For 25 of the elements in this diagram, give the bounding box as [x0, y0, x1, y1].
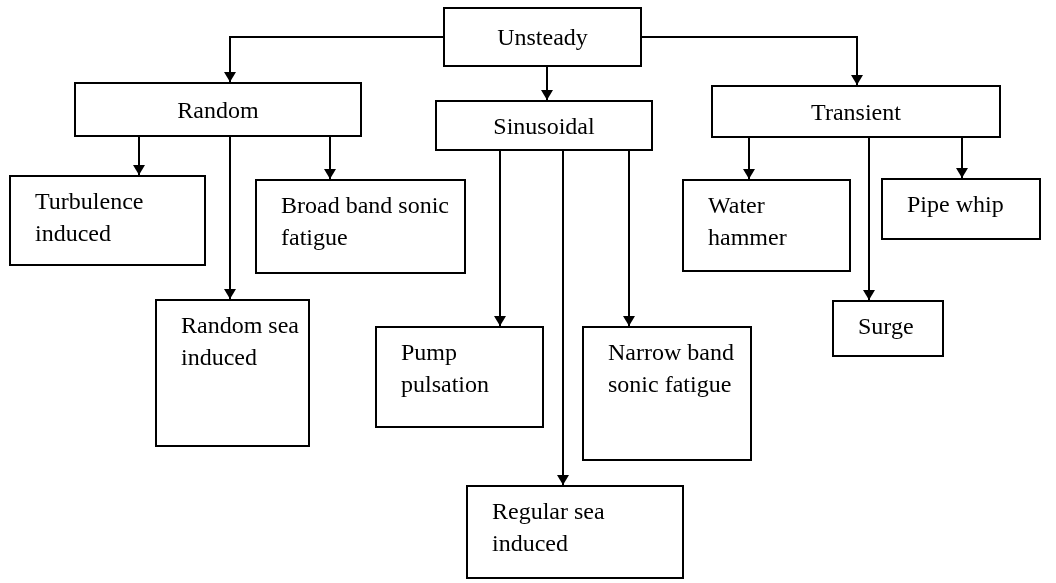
arrow	[557, 150, 569, 486]
category-box: Transient	[711, 85, 1001, 138]
arrow	[623, 150, 635, 327]
category-box: Regular sea induced	[466, 485, 684, 579]
category-box: Random sea induced	[155, 299, 310, 447]
arrow	[743, 137, 755, 180]
category-box: Turbulence induced	[9, 175, 206, 266]
arrow	[494, 150, 506, 327]
category-box: Pump pulsation	[375, 326, 544, 428]
category-box: Broad band sonic fatigue	[255, 179, 466, 274]
arrow	[541, 66, 553, 101]
category-box: Pipe whip	[881, 178, 1041, 240]
arrow	[956, 137, 968, 179]
category-box: Water hammer	[682, 179, 851, 272]
arrow	[324, 136, 336, 180]
category-box: Unsteady	[443, 7, 642, 67]
arrow	[863, 137, 875, 301]
category-box: Random	[74, 82, 362, 137]
category-box: Narrow band sonic fatigue	[582, 326, 752, 461]
arrow	[133, 136, 145, 176]
arrow	[224, 36, 444, 83]
arrow	[224, 136, 236, 300]
category-box: Sinusoidal	[435, 100, 653, 151]
arrow	[641, 36, 863, 86]
category-box: Surge	[832, 300, 944, 357]
